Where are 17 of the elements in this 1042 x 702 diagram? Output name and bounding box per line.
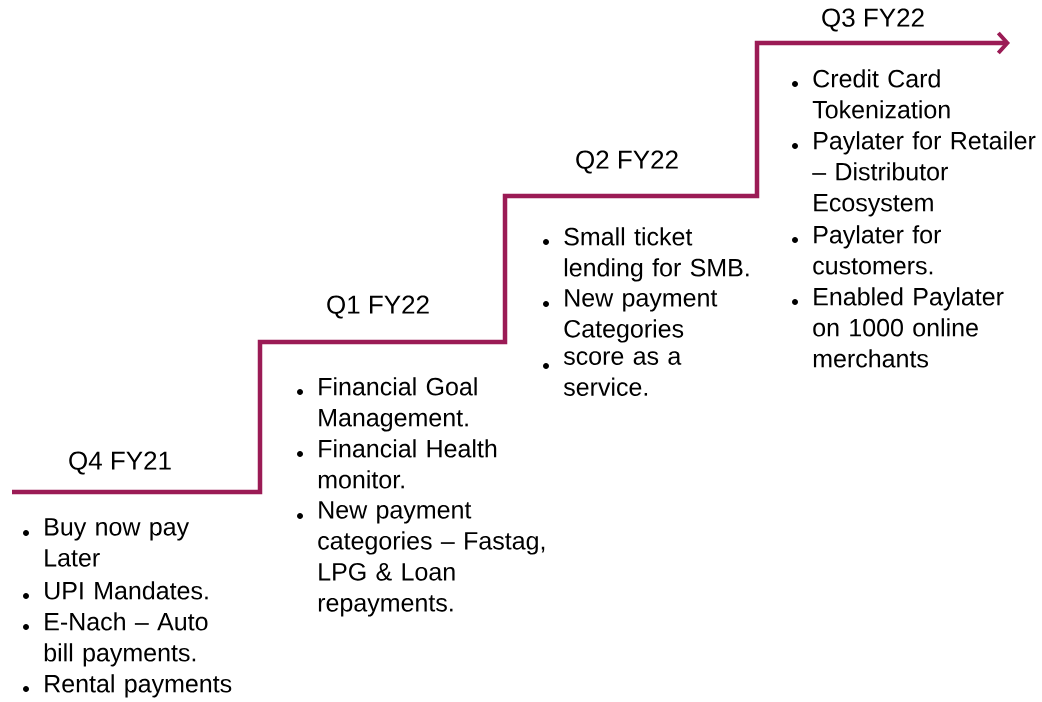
bullet-item: Small ticket lending for SMB.: [564, 227, 749, 282]
bullet-item: Financial Goal Management.: [319, 377, 477, 432]
bullet-item: Rental payments: [45, 674, 232, 698]
bullet-item: Paylater for Retailer – Distributor Ecosystem: [812, 131, 1036, 217]
bullet-item: Enabled Paylater on 1000 online merchants: [813, 287, 1004, 368]
quarter-heading: Q4 FY21: [69, 451, 171, 475]
bullet-item: E-Nach – Auto bill payments.: [44, 612, 208, 667]
bullet-item: UPI Mandates.: [45, 581, 208, 600]
bullet-item: Buy now pay Later: [45, 518, 190, 567]
quarter-heading: Q2 FY22: [576, 150, 678, 174]
bullet-item: New payment categories – Fastag, LPG & Loan repayments.: [318, 501, 545, 617]
bullet-item: Financial Health monitor.: [318, 439, 497, 489]
quarter-heading: Q3 FY22: [822, 8, 924, 32]
quarter-heading: Q1 FY22: [327, 295, 429, 319]
bullet-item: Paylater for customers.: [813, 225, 941, 275]
bullet-item: Credit Card Tokenization: [812, 69, 950, 119]
bullet-item: score as a service.: [563, 351, 682, 396]
